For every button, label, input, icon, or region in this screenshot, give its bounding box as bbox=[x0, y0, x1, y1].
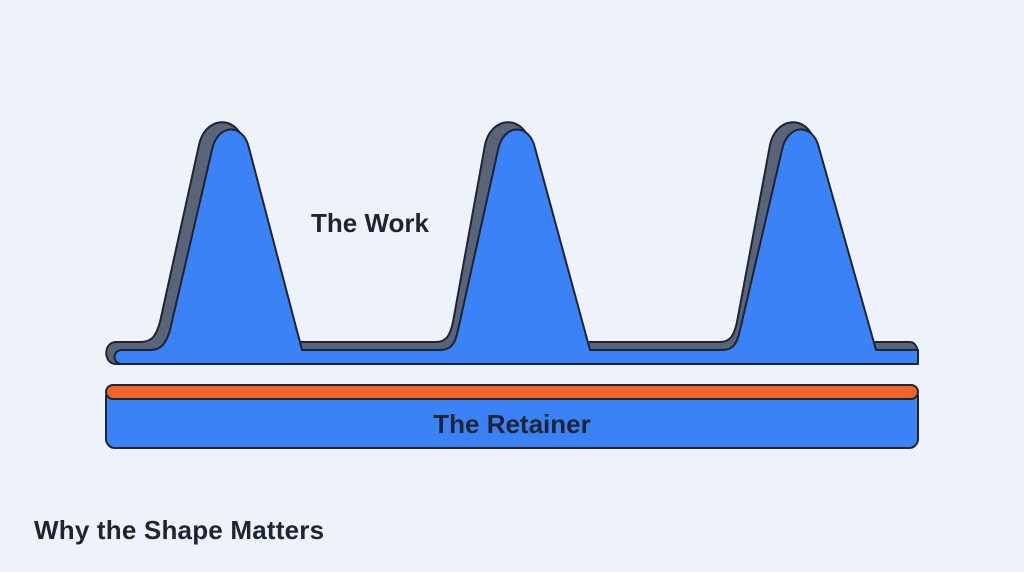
caption-title: Why the Shape Matters bbox=[34, 515, 325, 545]
retainer-label: The Retainer bbox=[433, 409, 591, 439]
work-shape bbox=[113, 128, 919, 365]
work-label: The Work bbox=[311, 208, 430, 238]
retainer-top-strip bbox=[105, 384, 919, 400]
